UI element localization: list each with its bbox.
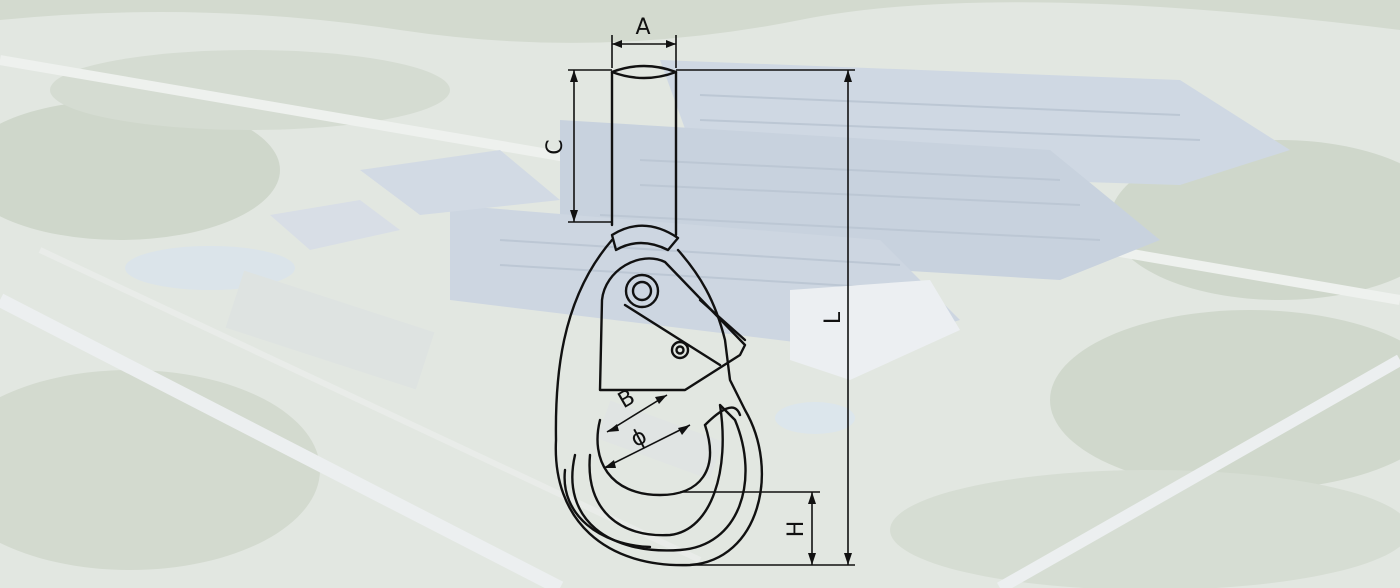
dimension-label-a: A — [635, 15, 650, 40]
dimension-label-l: L — [821, 311, 846, 324]
hook-latch — [598, 257, 747, 392]
hook-shank — [610, 70, 678, 237]
hook-tip — [703, 406, 742, 427]
hook-throat — [596, 418, 712, 497]
hook-collar — [610, 224, 680, 252]
shank-top-cap — [610, 64, 678, 80]
dimension-label-phi: ϕ — [627, 424, 652, 453]
latch-pin-hole-small — [670, 340, 690, 360]
hook-body-outline — [554, 238, 764, 567]
latch-pin-hole-large — [624, 273, 660, 309]
dimension-label-c: C — [543, 139, 568, 154]
dimension-label-h: H — [784, 521, 809, 538]
